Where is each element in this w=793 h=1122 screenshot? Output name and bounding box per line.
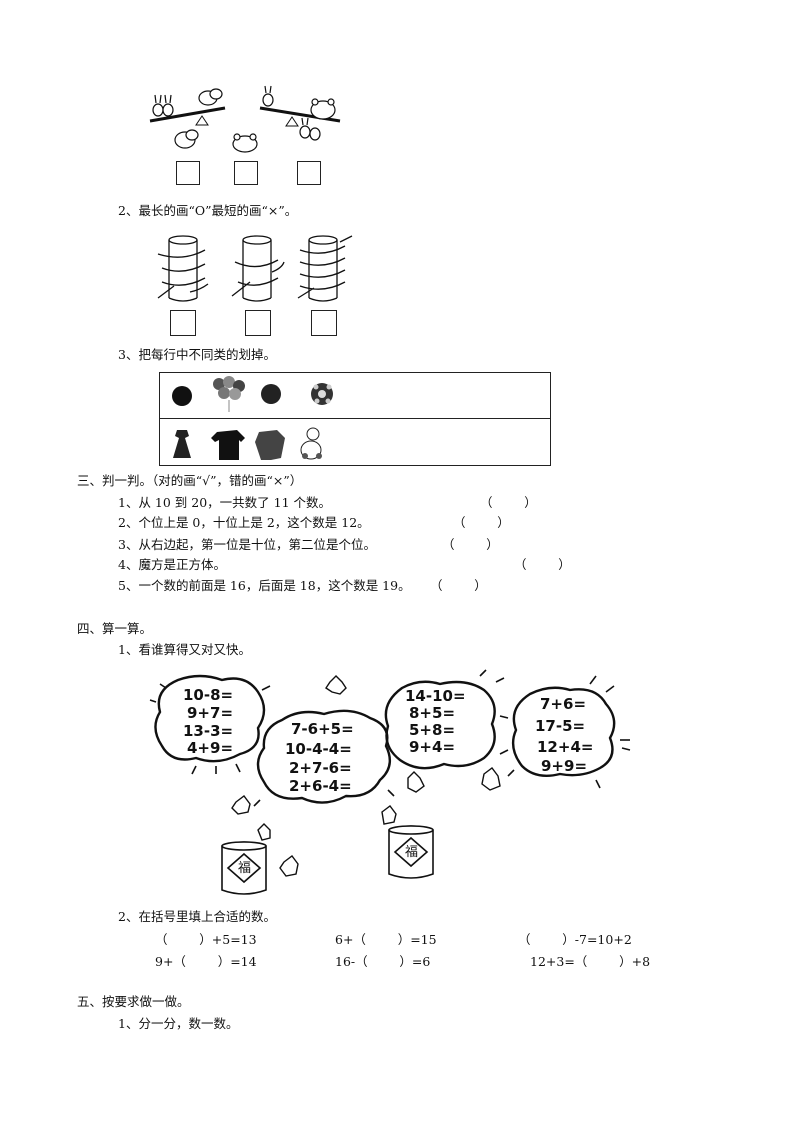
cloud-2-eq-3: 2+7-6= bbox=[289, 759, 352, 777]
fortune-jar-right bbox=[388, 825, 434, 879]
fortune-char-left: 福 bbox=[238, 861, 252, 876]
question-3-label: 3、把每行中不同类的划掉。 bbox=[118, 347, 276, 362]
seesaw-illustration bbox=[149, 85, 341, 153]
fortune-char-right: 福 bbox=[405, 845, 419, 860]
judge-bracket-4[interactable]: （ ） bbox=[514, 557, 571, 572]
cloud-3-eq-2: 8+5= bbox=[409, 704, 456, 722]
part-5-q1: 1、分一分，数一数。 bbox=[118, 1016, 239, 1031]
cloud-4-eq-1: 7+6= bbox=[540, 695, 587, 713]
part-4-title: 四、算一算。 bbox=[77, 621, 153, 636]
cloud-3-eq-1: 14-10= bbox=[405, 687, 466, 705]
fill-2-1[interactable]: 9+（ ）=14 bbox=[155, 954, 257, 969]
fill-2-3[interactable]: 12+3=（ ）+8 bbox=[530, 954, 651, 969]
wound-cylinders-illustration bbox=[157, 235, 353, 302]
table-divider bbox=[160, 418, 550, 419]
part-5-title: 五、按要求做一做。 bbox=[77, 994, 190, 1009]
cloud-4-eq-2: 17-5= bbox=[535, 717, 586, 735]
part-4-q1: 1、看谁算得又对又快。 bbox=[118, 642, 251, 657]
cloud-1-eq-3: 13-3= bbox=[183, 722, 234, 740]
judge-item-3: 3、从右边起，第一位是十位，第二位是个位。 bbox=[118, 537, 376, 552]
fill-1-3[interactable]: （ ）-7=10+2 bbox=[518, 932, 632, 947]
answer-box-2[interactable] bbox=[234, 161, 258, 185]
answer-box-5[interactable] bbox=[245, 310, 271, 336]
cloud-3-eq-3: 5+8= bbox=[409, 721, 456, 739]
answer-box-3[interactable] bbox=[297, 161, 321, 185]
question-2-label: 2、最长的画“O”最短的画“×”。 bbox=[118, 203, 298, 218]
cloud-2-eq-1: 7-6+5= bbox=[291, 720, 354, 738]
fill-1-2[interactable]: 6+（ ）=15 bbox=[335, 932, 437, 947]
judge-item-5: 5、一个数的前面是 16，后面是 18，这个数是 19。 bbox=[118, 578, 411, 593]
cloud-outlines bbox=[149, 669, 631, 877]
judge-bracket-2[interactable]: （ ） bbox=[453, 515, 510, 530]
cloud-4-eq-4: 9+9= bbox=[541, 757, 588, 775]
cloud-2-eq-4: 2+6-4= bbox=[289, 777, 352, 795]
cloud-4-eq-3: 12+4= bbox=[537, 738, 594, 756]
fortune-jar-left bbox=[221, 841, 267, 895]
answer-box-6[interactable] bbox=[311, 310, 337, 336]
judge-item-1: 1、从 10 到 20，一共数了 11 个数。 bbox=[118, 495, 332, 510]
judge-item-4: 4、魔方是正方体。 bbox=[118, 557, 226, 572]
cloud-3-eq-4: 9+4= bbox=[409, 738, 456, 756]
fill-1-1[interactable]: （ ）+5=13 bbox=[155, 932, 257, 947]
judge-bracket-5[interactable]: （ ） bbox=[430, 578, 487, 593]
judge-item-2: 2、个位上是 0，十位上是 2，这个数是 12。 bbox=[118, 515, 370, 530]
fill-2-2[interactable]: 16-（ ）=6 bbox=[335, 954, 431, 969]
cloud-1-eq-4: 4+9= bbox=[187, 739, 234, 757]
odd-one-out-table bbox=[159, 372, 551, 466]
part-4-q2: 2、在括号里填上合适的数。 bbox=[118, 909, 276, 924]
judge-bracket-3[interactable]: （ ） bbox=[442, 537, 499, 552]
answer-box-4[interactable] bbox=[170, 310, 196, 336]
part-3-title: 三、判一判。（对的画“√”，错的画“×”） bbox=[77, 473, 303, 488]
cloud-2-eq-2: 10-4-4= bbox=[285, 740, 352, 758]
answer-box-1[interactable] bbox=[176, 161, 200, 185]
cloud-1-eq-1: 10-8= bbox=[183, 686, 234, 704]
cloud-1-eq-2: 9+7= bbox=[187, 704, 234, 722]
balloons-icon bbox=[213, 376, 245, 412]
odd-one-out-items bbox=[172, 376, 333, 460]
judge-bracket-1[interactable]: （ ） bbox=[480, 495, 537, 510]
